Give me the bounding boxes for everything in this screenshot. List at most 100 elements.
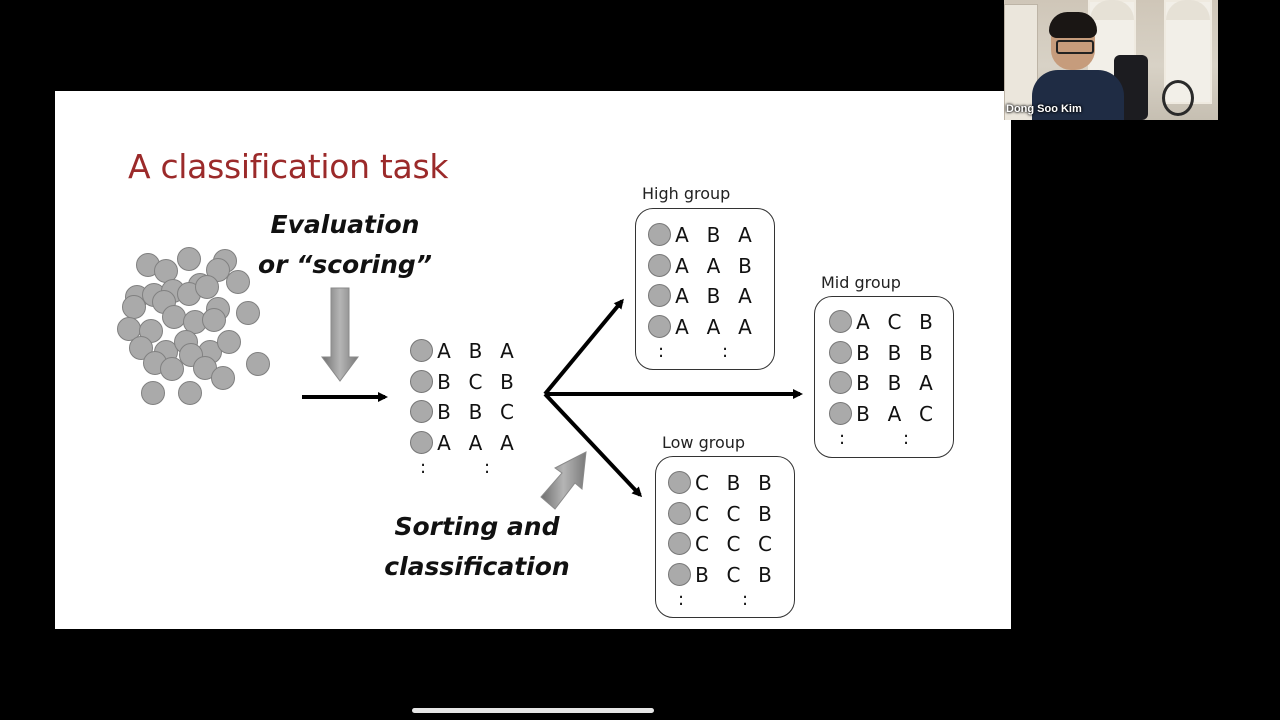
mid-group-ellipsis: :: [903, 428, 910, 449]
scoring-down-arrow: [321, 287, 359, 382]
scored-list-score-letter: B: [468, 339, 483, 363]
mid-group-score-letter: B: [856, 401, 870, 426]
unsorted-item-dot: [246, 352, 270, 376]
low-group-score-letter: C: [695, 532, 709, 556]
high-group-score-letter: B: [706, 284, 721, 308]
scored-list-score-letter: A: [437, 430, 451, 455]
high-group-item-dot: [648, 284, 671, 307]
participant-hair: [1049, 12, 1097, 38]
unsorted-item-dot: [139, 319, 163, 343]
low-group-score-letter: C: [695, 471, 709, 495]
low-group-ellipsis: :: [742, 589, 749, 610]
scored-list-score-letter: B: [468, 400, 483, 424]
low-group-item-dot: [668, 532, 691, 555]
high-group-score-letter: A: [706, 253, 721, 278]
scored-list-score-letter: A: [468, 430, 483, 455]
participant-shirt: [1032, 70, 1124, 120]
mid-group-label: Mid group: [821, 273, 901, 292]
scored-list-ellipsis: :: [484, 457, 491, 478]
high-group-score-letter: A: [706, 314, 721, 339]
scored-list-score-letter: C: [468, 369, 483, 394]
high-group-score-letter: A: [675, 314, 689, 339]
unsorted-item-dot: [162, 305, 186, 329]
scored-list-item-dot: [410, 369, 433, 393]
high-group-ellipsis: :: [722, 341, 729, 362]
scored-list-item-dot: [410, 400, 433, 423]
background-door: [1004, 4, 1038, 120]
low-group-score-letter: B: [758, 471, 772, 495]
high-group-score-letter: A: [675, 223, 689, 247]
low-group-score-letter: C: [726, 532, 741, 556]
evaluation-label-line-1: Evaluation: [270, 210, 420, 239]
high-group-item-dot: [648, 314, 671, 338]
scored-list-score-letter: B: [437, 369, 451, 394]
unsorted-item-dot: [202, 308, 226, 332]
home-indicator-bar[interactable]: [412, 708, 654, 713]
high-group-score-letter: A: [738, 314, 752, 339]
unsorted-item-dot: [141, 381, 165, 405]
low-group-score-letter: B: [758, 501, 772, 526]
participant-video-tile[interactable]: Dong Soo Kim: [1004, 0, 1218, 120]
mid-group-item-dot: [829, 401, 852, 425]
unsorted-item-dot: [211, 366, 235, 390]
arrows-layer: [302, 287, 803, 510]
high-group-ellipsis: :: [658, 341, 665, 362]
high-group-item-dot: [648, 223, 671, 246]
bicycle-wheel: [1162, 80, 1194, 116]
background-window-arch-right: [1166, 0, 1210, 20]
mid-group-score-letter: B: [856, 371, 870, 395]
low-group-score-letter: C: [726, 562, 741, 587]
mid-group-item-dot: [829, 340, 852, 364]
low-group-score-letter: C: [726, 501, 741, 526]
scored-list-ellipsis: :: [420, 457, 427, 478]
high-group-score-letter: B: [706, 223, 721, 247]
participant-name: Dong Soo Kim: [1006, 103, 1082, 115]
scored-list-score-letter: A: [437, 339, 451, 363]
mid-group-score-letter: A: [919, 371, 933, 395]
mid-group-score-letter: C: [919, 401, 933, 426]
scored-list-score-letter: A: [500, 339, 514, 363]
unsorted-item-dot: [226, 270, 250, 294]
low-group-score-letter: B: [695, 562, 709, 587]
scored-list-score-letter: B: [437, 400, 451, 424]
low-group-label: Low group: [662, 433, 746, 452]
high-group-label: High group: [642, 184, 731, 203]
high-group-item-dot: [648, 253, 671, 277]
mid-group-score-letter: B: [919, 310, 933, 334]
low-group-item-dot: [668, 562, 691, 586]
mid-group-score-letter: A: [887, 401, 902, 426]
sorting-label-line-1: Sorting and: [394, 512, 560, 541]
low-group-score-letter: C: [758, 532, 772, 556]
scored-list-score-letter: B: [500, 369, 514, 394]
unsorted-item-dot: [236, 301, 260, 325]
sorting-label-line-2: classification: [384, 552, 570, 581]
arrow-to-high-group: [543, 298, 624, 396]
unsorted-item-dot: [217, 330, 241, 354]
presentation-slide: A classification task Evaluation or “sco…: [55, 91, 1011, 629]
mid-group-score-letter: B: [919, 340, 933, 365]
low-group-ellipsis: :: [678, 589, 685, 610]
mid-group-score-letter: B: [887, 371, 902, 395]
mid-group-score-letter: A: [856, 310, 870, 334]
scored-list-score-letter: C: [500, 400, 514, 424]
scored-list-score-letter: A: [500, 430, 514, 455]
low-group-score-letter: C: [695, 501, 709, 526]
mid-group-item-dot: [829, 371, 852, 394]
low-group-score-letter: B: [758, 562, 772, 587]
high-group-score-letter: A: [675, 284, 689, 308]
evaluation-label-line-2: or “scoring”: [258, 250, 432, 279]
mid-group-item-dot: [829, 310, 852, 333]
